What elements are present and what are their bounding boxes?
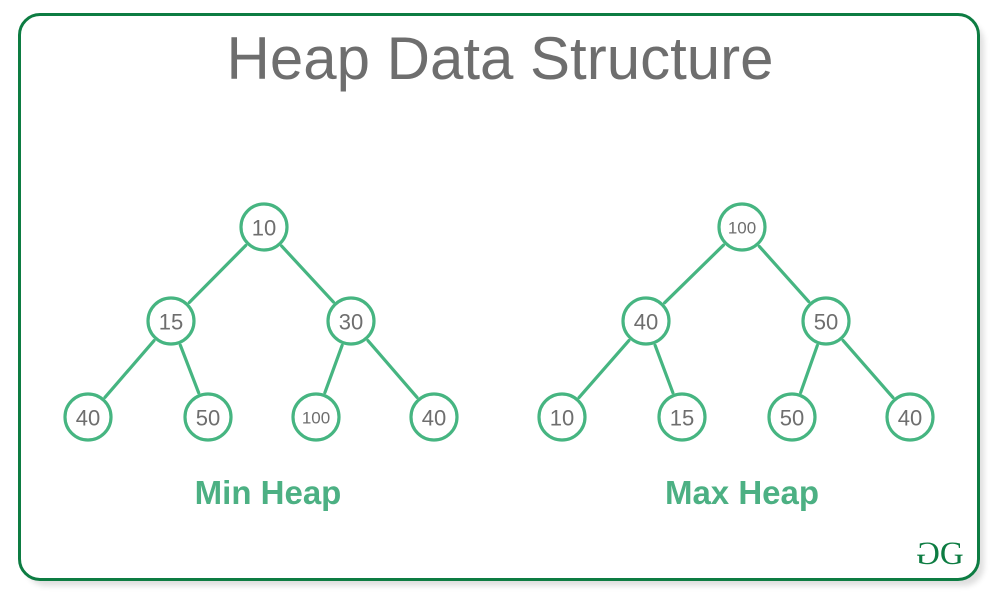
page-title: Heap Data Structure	[226, 25, 774, 92]
tree-node-value: 10	[550, 406, 574, 431]
tree-node-value: 10	[252, 216, 276, 241]
tree-node: 40	[885, 392, 935, 442]
tree-nodes-layer: 10 15 30 40 50 100 40 100 40 50 10 15 50 40	[63, 202, 935, 442]
tree-node: 10	[537, 392, 587, 442]
tree-edge	[662, 243, 726, 305]
tree-edge	[178, 343, 201, 395]
tree-edge	[577, 338, 631, 400]
tree-node-circle	[537, 392, 587, 442]
tree-node-circle	[657, 392, 707, 442]
max-heap-label: Max Heap	[664, 474, 820, 511]
tree-node-circle	[801, 296, 851, 346]
tree-edge	[366, 339, 419, 399]
tree-node: 10	[239, 202, 289, 252]
tree-node-value: 50	[780, 406, 804, 431]
logo-letter-g: G	[939, 536, 964, 572]
tree-node: 30	[326, 296, 376, 346]
tree-node: 40	[621, 296, 671, 346]
tree-node-circle	[63, 392, 113, 442]
tree-node: 15	[657, 392, 707, 442]
tree-node-circle	[621, 296, 671, 346]
tree-node-value: 40	[422, 406, 446, 431]
tree-node-circle	[183, 392, 233, 442]
tree-node-value: 15	[159, 310, 183, 335]
tree-node: 15	[146, 296, 196, 346]
tree-node-value: 40	[634, 310, 658, 335]
tree-node-value: 100	[302, 409, 330, 428]
tree-node: 100	[717, 202, 767, 252]
tree-node-circle	[326, 296, 376, 346]
tree-edge	[757, 244, 811, 304]
geeksforgeeks-logo: GG	[916, 534, 980, 574]
tree-node: 40	[409, 392, 459, 442]
tree-node: 50	[183, 392, 233, 442]
min-heap-label: Min Heap	[194, 474, 342, 511]
tree-edge	[187, 243, 248, 305]
tree-edge	[653, 343, 675, 395]
tree-node-value: 15	[670, 406, 694, 431]
tree-node-value: 40	[76, 406, 100, 431]
tree-node-circle	[239, 202, 289, 252]
tree-node: 100	[291, 392, 341, 442]
tree-node-value: 50	[196, 406, 220, 431]
tree-node-circle	[409, 392, 459, 442]
diagram-frame	[18, 13, 980, 581]
tree-edge	[103, 339, 156, 399]
tree-edges-layer	[103, 243, 895, 400]
tree-edge	[841, 338, 895, 400]
tree-node-value: 30	[339, 310, 363, 335]
tree-node-circle	[717, 202, 767, 252]
tree-node-circle	[767, 392, 817, 442]
logo-letter-g-mirrored: G	[916, 536, 940, 572]
tree-node-value: 100	[728, 219, 756, 238]
tree-edge	[280, 244, 335, 304]
tree-node-circle	[885, 392, 935, 442]
tree-node-circle	[146, 296, 196, 346]
tree-edge	[323, 343, 344, 395]
tree-node-circle	[291, 392, 341, 442]
tree-edge	[799, 343, 819, 395]
tree-node-value: 50	[814, 310, 838, 335]
tree-node: 50	[801, 296, 851, 346]
tree-node-value: 40	[898, 406, 922, 431]
tree-node: 50	[767, 392, 817, 442]
tree-node: 40	[63, 392, 113, 442]
